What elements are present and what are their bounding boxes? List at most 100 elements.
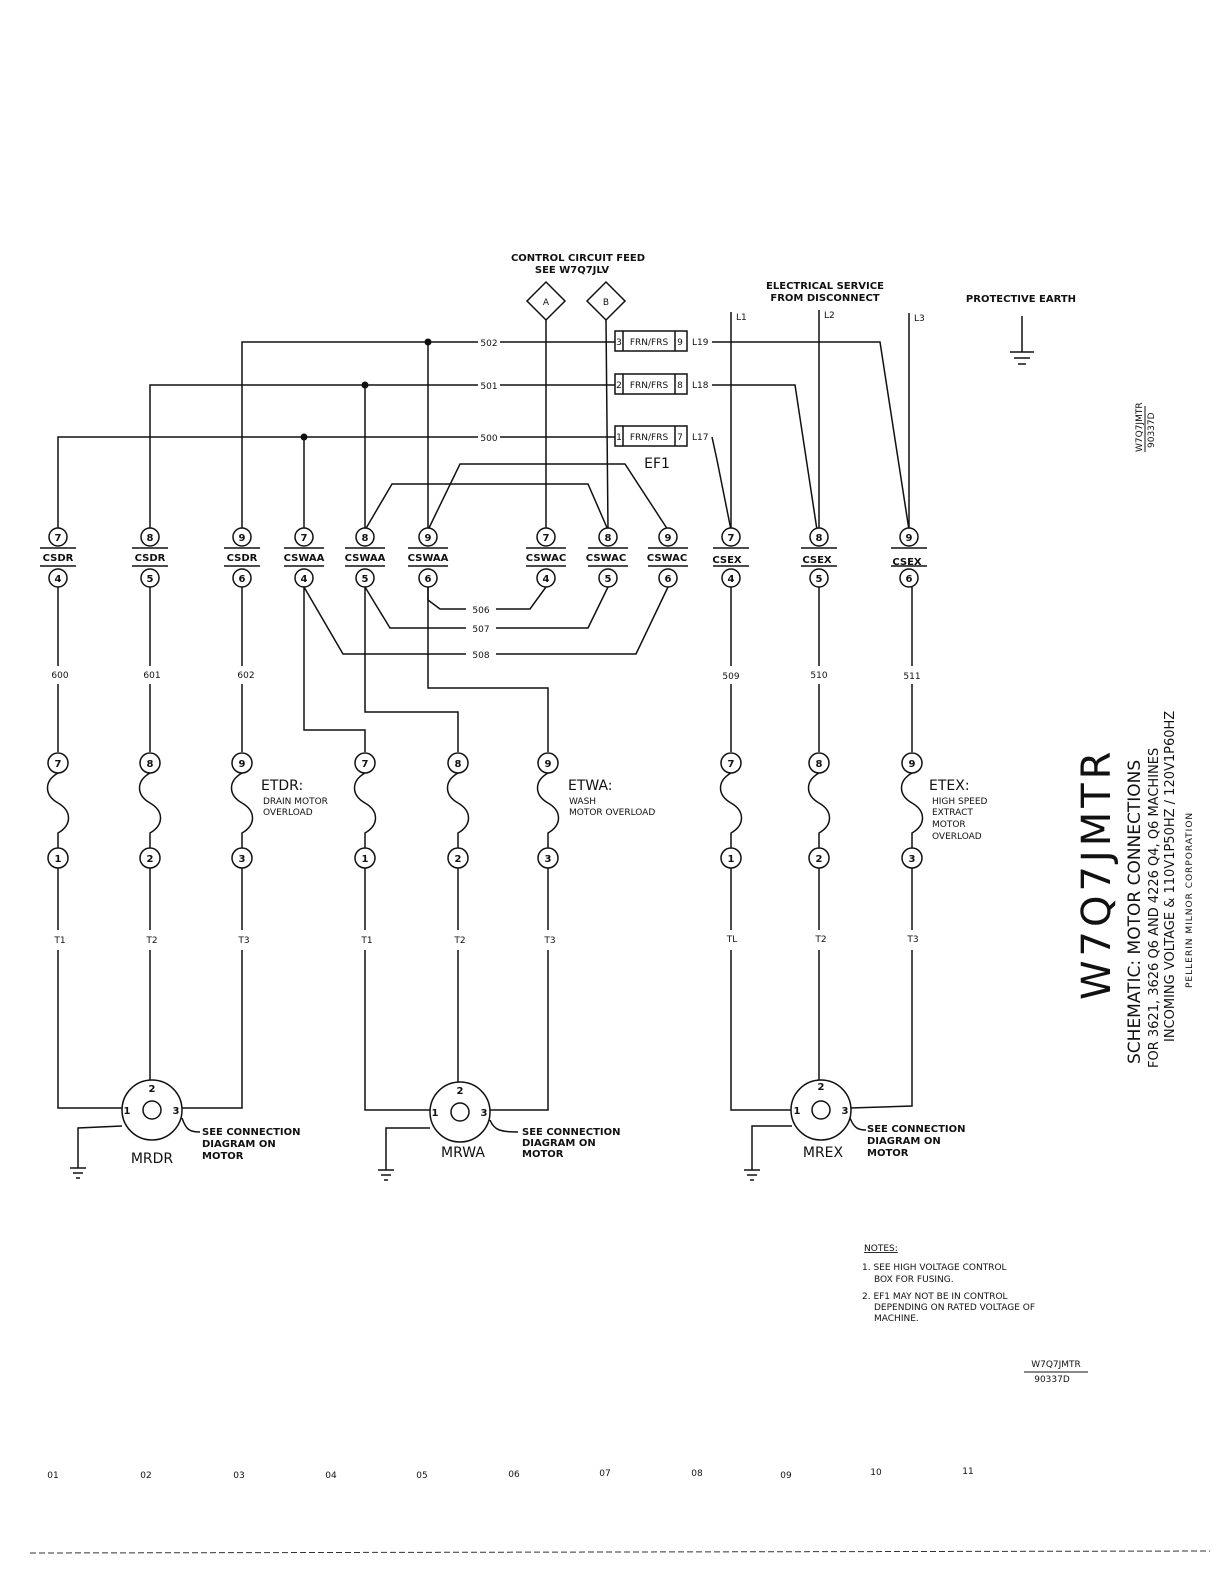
contactor-10-top: 7: [728, 533, 735, 544]
motor-mrwa-name: MRWA: [441, 1145, 485, 1161]
contactor-11-top: 8: [816, 533, 823, 544]
motor-mrwa-note-2: DIAGRAM ON: [522, 1138, 596, 1149]
etex-desc-2: EXTRACT: [932, 808, 973, 818]
reversing-cross-wiring: [303, 586, 669, 655]
etdr-label: ETDR:: [261, 778, 303, 794]
overload-terminal-labels: 7 1 8 2 9 3 7 1 8 2 9 3 7 1 8 2 9 3: [55, 759, 916, 865]
motor-lead-wiring: [57, 868, 913, 1111]
fuse-group-label: EF1: [644, 456, 670, 472]
motor-mrdr-name: MRDR: [131, 1151, 174, 1167]
contactor-4-bottom: 4: [301, 574, 308, 585]
overload-9-bottom: 3: [909, 854, 916, 865]
drawing-reference: W7Q7JMTR 90337D: [1024, 1360, 1088, 1385]
note-2-line-1: 2. EF1 MAY NOT BE IN CONTROL: [862, 1292, 1008, 1302]
contactor-1-name: CSDR: [43, 553, 74, 564]
motor-mrdr-t1: 1: [124, 1106, 131, 1117]
lead-t1-dr: T1: [53, 936, 65, 946]
overload-4-top: 7: [362, 759, 369, 770]
contactor-9-name: CSWAC: [647, 553, 687, 564]
zone-03: 03: [233, 1471, 244, 1481]
wire-501-label: 501: [480, 382, 497, 392]
contactor-1-top: 7: [55, 533, 62, 544]
protective-earth-symbol: [1010, 316, 1034, 365]
overload-3-top: 9: [239, 759, 246, 770]
drawing-reference-revision: 90337D: [1034, 1375, 1070, 1385]
overload-2-top: 8: [147, 759, 154, 770]
lead-t2-ex: T2: [814, 935, 826, 945]
motor-mrwa-note-1: SEE CONNECTION: [522, 1127, 621, 1138]
notes-section: NOTES: 1. SEE HIGH VOLTAGE CONTROL BOX F…: [862, 1244, 1035, 1324]
overload-2-bottom: 2: [147, 854, 154, 865]
wire-510-label: 510: [810, 671, 827, 681]
contactor-5-bottom: 5: [362, 574, 369, 585]
overload-1-top: 7: [55, 759, 62, 770]
contactor-10-bottom: 4: [728, 574, 735, 585]
contactor-3-top: 9: [239, 533, 246, 544]
fuse-1-left: 3: [616, 338, 622, 348]
lead-t1-ex: TL: [726, 935, 738, 945]
note-1-line-1: 1. SEE HIGH VOLTAGE CONTROL: [862, 1263, 1007, 1273]
fuse-3-line: L17: [692, 433, 708, 443]
contactor-labels: 7 CSDR 4 8 CSDR 5 9 CSDR 6 7 CSWAA 4 8 C…: [43, 533, 922, 585]
motor-mrex-t3: 3: [842, 1106, 849, 1117]
overload-symbols: [46, 752, 924, 869]
contactor-12-name: CSEX: [892, 557, 922, 568]
wire-506-label: 506: [472, 606, 489, 616]
zone-05: 05: [416, 1471, 427, 1481]
overload-1-bottom: 1: [55, 854, 62, 865]
title-line-1: SCHEMATIC: MOTOR CONNECTIONS: [1125, 760, 1145, 1064]
motor-mrwa-t2: 2: [457, 1086, 464, 1097]
lead-t1-wa: T1: [360, 936, 372, 946]
etex-desc-3: MOTOR: [932, 820, 966, 830]
contactor-4-name: CSWAA: [284, 553, 325, 564]
bottom-border: [29, 1550, 1211, 1554]
line-l2-label: L2: [824, 311, 835, 321]
load-wiring: [57, 587, 913, 752]
contactor-1-bottom: 4: [55, 574, 62, 585]
fuse-1-right: 9: [677, 338, 683, 348]
fuse-3-type: FRN/FRS: [630, 433, 669, 443]
contactor-5-name: CSWAA: [345, 553, 386, 564]
contactor-symbols: [40, 527, 927, 588]
overload-5-bottom: 2: [455, 854, 462, 865]
contactor-3-bottom: 6: [239, 574, 246, 585]
motor-mrwa-note-3: MOTOR: [522, 1149, 564, 1160]
overload-7-top: 7: [728, 759, 735, 770]
zone-07: 07: [599, 1469, 610, 1479]
fuse-1-type: FRN/FRS: [630, 338, 669, 348]
control-feed-title: CONTROL CIRCUIT FEED: [511, 253, 645, 264]
zone-06: 06: [508, 1470, 520, 1480]
fuse-3-right: 7: [677, 433, 683, 443]
zone-02: 02: [140, 1471, 151, 1481]
contactor-2-name: CSDR: [135, 553, 166, 564]
contactor-11-bottom: 5: [816, 574, 823, 585]
contactor-10-name: CSEX: [712, 555, 742, 566]
side-revision: 90337D: [1147, 412, 1157, 448]
side-reference: W7Q7JMTR 90337D: [1135, 402, 1157, 452]
title-line-2: FOR 3621, 3626 Q6 AND 4226 Q4, Q6 MACHIN…: [1147, 748, 1162, 1068]
service-subtitle: FROM DISCONNECT: [770, 293, 879, 304]
motor-mrdr-note-1: SEE CONNECTION: [202, 1127, 301, 1138]
note-2-line-3: MACHINE.: [874, 1314, 919, 1324]
drawing-title: W7Q7JMTR: [1074, 748, 1120, 1000]
motor-mrex-name: MREX: [803, 1145, 844, 1161]
contactor-2-top: 8: [147, 533, 154, 544]
fuse-2-type: FRN/FRS: [630, 381, 669, 391]
overload-6-top: 9: [545, 759, 552, 770]
contactor-9-top: 9: [665, 533, 672, 544]
overload-3-bottom: 3: [239, 854, 246, 865]
motor-mrex: [744, 1079, 867, 1181]
wire-500-label: 500: [480, 434, 497, 444]
wire-511-label: 511: [903, 672, 920, 682]
motor-mrwa-t1: 1: [432, 1108, 439, 1119]
lead-t3-wa: T3: [543, 936, 555, 946]
contactor-9-bottom: 6: [665, 574, 672, 585]
zone-10: 10: [870, 1468, 882, 1478]
motor-mrex-note-2: DIAGRAM ON: [867, 1136, 941, 1147]
wire-508-label: 508: [472, 651, 489, 661]
contactor-6-bottom: 6: [425, 574, 432, 585]
fuse-block: [614, 330, 688, 447]
etwa-desc-2: MOTOR OVERLOAD: [569, 808, 655, 818]
etex-desc-1: HIGH SPEED: [932, 797, 988, 807]
lead-t2-wa: T2: [453, 936, 465, 946]
